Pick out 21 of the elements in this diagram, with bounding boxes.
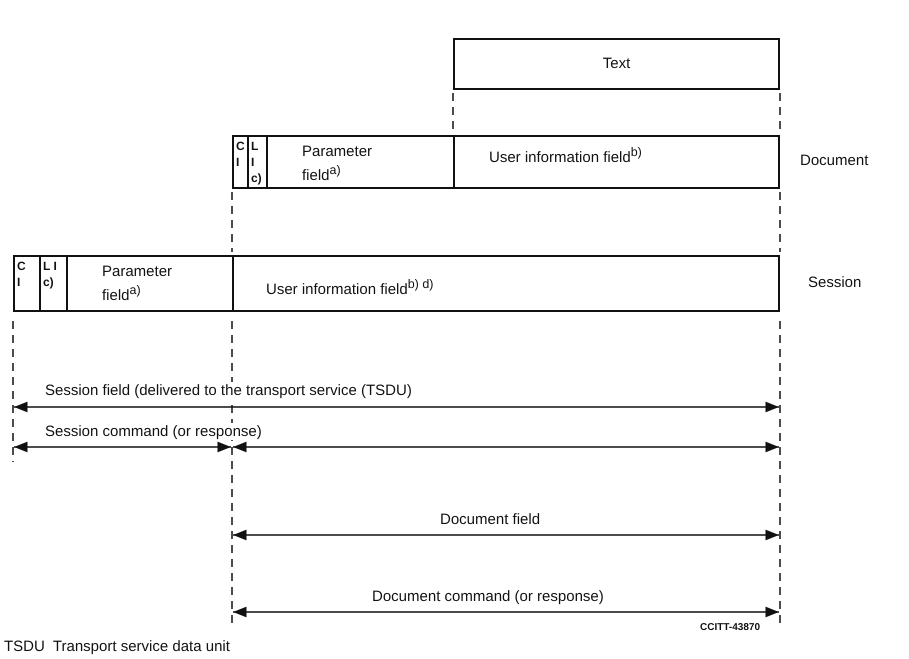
field-cell	[13, 255, 41, 312]
field-name: Text	[602, 55, 632, 73]
footnote: TSDU Transport service data unit	[4, 638, 230, 655]
field-box	[232, 255, 780, 312]
row-label: Document	[800, 152, 868, 169]
field-box	[266, 135, 455, 189]
field-name: L I c)	[251, 138, 261, 186]
field-name: Parameter field$^{a)}$	[102, 263, 174, 305]
field-cell	[247, 135, 268, 189]
field-name: C I	[236, 138, 246, 170]
figure-number: CCITT-43870	[700, 622, 760, 633]
field-box	[453, 135, 780, 189]
field-name: C I	[17, 258, 27, 290]
row-label: Session	[808, 274, 862, 291]
field-cell	[39, 255, 68, 312]
field-box	[66, 255, 234, 312]
field-name: User information field$^{b) d)}$	[266, 276, 434, 299]
text-box	[453, 38, 780, 90]
field-name: User information field$^{b)}$	[489, 144, 643, 167]
field-name: Parameter field$^{a)}$	[302, 143, 374, 185]
field-name: L I c)	[43, 258, 58, 290]
